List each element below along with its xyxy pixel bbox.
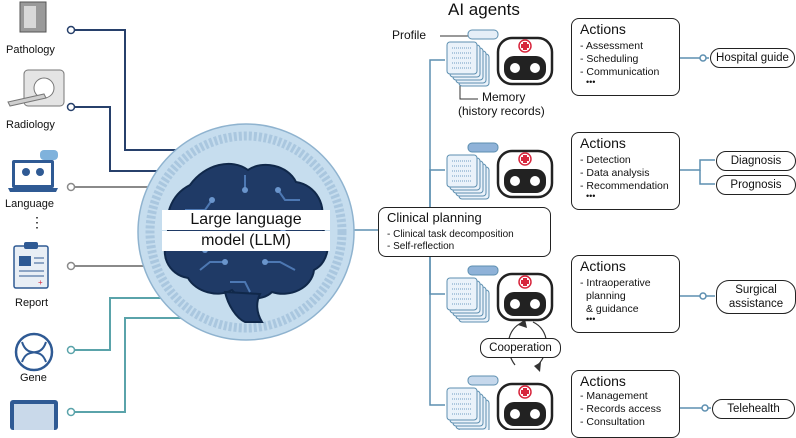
actions-title: Actions: [580, 21, 626, 37]
language-label: Language: [5, 198, 54, 210]
action-item: - Communication: [580, 66, 660, 78]
robot-icon: [496, 272, 554, 322]
report-label: Report: [15, 297, 49, 309]
output-surgical-assistance: Surgical assistance: [716, 280, 796, 314]
action-item: - Scheduling: [580, 53, 639, 65]
microscope-icon: [19, 1, 47, 33]
action-item: planning: [586, 290, 626, 302]
output-surgical-line1: Surgical: [735, 284, 777, 296]
clinical-planning-item2: - Self-reflection: [387, 241, 455, 252]
svg-text:+: +: [38, 278, 43, 287]
device-icon: [10, 400, 58, 430]
actions-title: Actions: [580, 373, 626, 389]
output-prognosis: Prognosis: [716, 175, 796, 195]
document-stack-icon: [446, 265, 499, 323]
mri-scanner-icon: [7, 69, 65, 107]
memory-label-line2: (history records): [458, 104, 545, 118]
action-ellipsis: •••: [586, 314, 596, 324]
actions-box-4: Actions - Management - Records access - …: [571, 370, 680, 438]
actions-box-1: Actions - Assessment - Scheduling - Comm…: [571, 18, 680, 96]
actions-box-2: Actions - Detection - Data analysis - Re…: [571, 132, 680, 210]
ai-agents-title: AI agents: [448, 0, 520, 19]
output-telehealth: Telehealth: [712, 399, 795, 419]
action-item: - Detection: [580, 154, 631, 166]
ellipsis-vertical: ⋮: [30, 214, 44, 230]
actions-title: Actions: [580, 135, 626, 151]
laptop-chat-icon: [8, 150, 58, 192]
action-item: - Management: [580, 390, 648, 402]
gene-label: Gene: [20, 372, 47, 384]
output-surgical-line2: assistance: [728, 298, 784, 310]
robot-icon: [496, 36, 554, 86]
llm-label-line1: Large language: [162, 210, 330, 230]
pathology-label: Pathology: [6, 44, 55, 56]
cooperation-label: Cooperation: [480, 338, 561, 358]
llm-label-line2: model (LLM): [162, 231, 330, 251]
robot-icon: [496, 149, 554, 199]
action-item: - Records access: [580, 403, 662, 415]
actions-box-3: Actions - Intraoperative planning & guid…: [571, 255, 680, 333]
actions-title: Actions: [580, 258, 626, 274]
robot-icon: [496, 382, 554, 430]
document-stack-icon: [446, 375, 499, 430]
action-ellipsis: •••: [586, 191, 596, 201]
action-item: - Data analysis: [580, 167, 650, 179]
clinical-planning-box: Clinical planning - Clinical task decomp…: [378, 207, 551, 257]
radiology-label: Radiology: [6, 119, 55, 131]
action-item: - Assessment: [580, 40, 644, 52]
output-hospital-guide: Hospital guide: [710, 48, 795, 68]
profile-label: Profile: [392, 28, 427, 42]
dna-icon: [14, 332, 54, 372]
document-stack-icon: [446, 142, 499, 200]
action-item: & guidance: [586, 303, 639, 315]
clinical-planning-item1: - Clinical task decomposition: [387, 229, 514, 240]
clinical-planning-title: Clinical planning: [387, 210, 482, 225]
clipboard-report-icon: +: [13, 242, 49, 289]
action-ellipsis: •••: [586, 77, 596, 87]
memory-label-line1: Memory: [482, 90, 526, 104]
action-item: - Recommendation: [580, 180, 669, 192]
document-stack-icon: [446, 29, 499, 87]
output-diagnosis: Diagnosis: [716, 151, 796, 171]
action-item: - Consultation: [580, 416, 645, 428]
action-item: - Intraoperative: [580, 277, 651, 289]
